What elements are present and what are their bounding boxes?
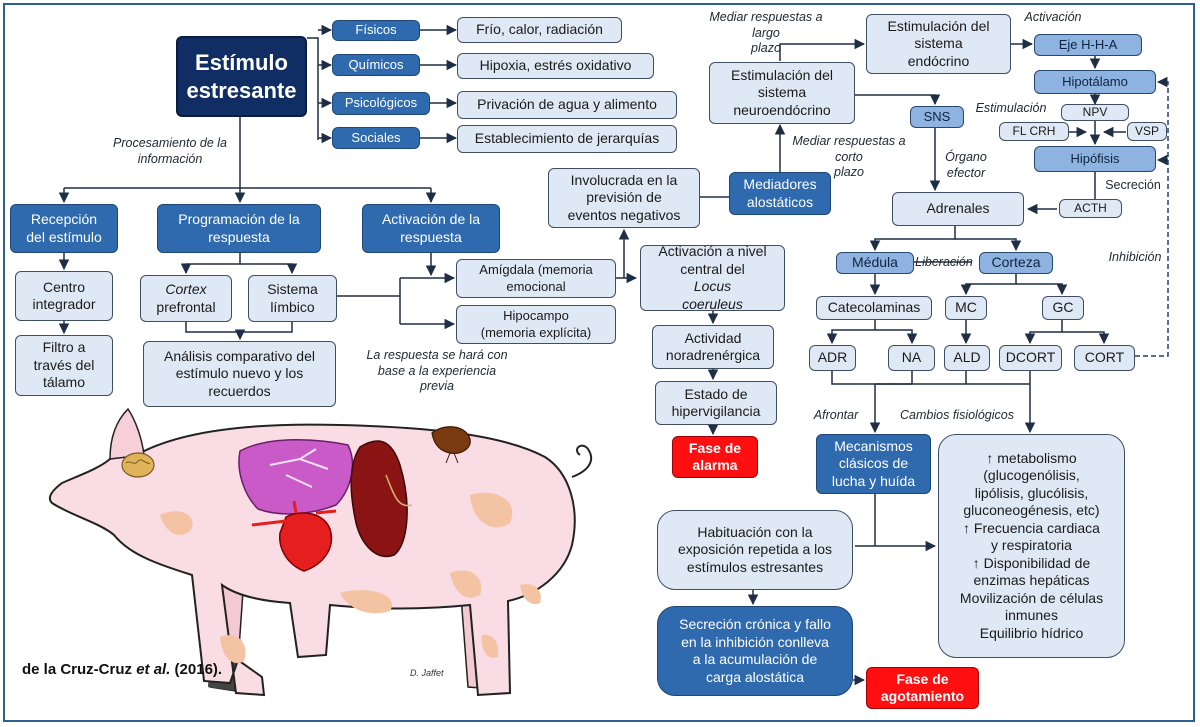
alarm-phase-box: Fase de alarma <box>672 436 758 478</box>
integrator-box: Centro integrador <box>15 271 113 321</box>
pig-illustration <box>48 407 593 697</box>
cortex-rest: prefrontal <box>156 298 216 315</box>
dcort-box: DCORT <box>999 345 1062 371</box>
adrenals-box: Adrenales <box>892 192 1024 226</box>
cortex-gland-box: Corteza <box>979 252 1053 274</box>
cortex-word: Cortex <box>165 281 207 297</box>
thalamus-filter-box: Filtro a través del tálamo <box>15 335 113 396</box>
habituation-box: Habituación con la exposición repetida a… <box>657 510 853 590</box>
note-inhibition: Inhibición <box>1108 250 1162 264</box>
stressor-psychological: Psicológicos <box>332 92 430 115</box>
outer-frame <box>3 3 1195 722</box>
stressor-title: Estímulo estresante <box>176 36 307 117</box>
comparative-analysis-box: Análisis comparativo del estímulo nuevo … <box>143 341 336 407</box>
fight-flight-box: Mecanismos clásicos de lucha y huída <box>816 434 931 494</box>
stressor-social: Sociales <box>332 127 420 149</box>
limbic-system-box: Sistema límbico <box>248 275 337 322</box>
stressor-physical: Físicos <box>332 20 420 41</box>
endocrine-box: Estimulación del sistema endócrino <box>866 14 1011 74</box>
note-short-term: Mediar respuestas a corto plazo <box>792 134 906 180</box>
note-liberation: Liberación <box>915 255 973 269</box>
negative-events-box: Involucrada en la previsión de eventos n… <box>548 168 700 228</box>
adr-box: ADR <box>809 345 856 371</box>
example-social: Establecimiento de jerarquías <box>457 125 677 153</box>
credit-prefix: de la Cruz-Cruz <box>22 661 137 678</box>
example-chemical: Hipoxia, estrés oxidativo <box>457 53 654 79</box>
na-box: NA <box>888 345 935 371</box>
note-processing: Procesamiento de la información <box>113 136 227 166</box>
hippocampus-box: Hipocampo (memoria explícita) <box>456 305 616 344</box>
locus-prefix: Activación a nivel central del <box>658 243 767 277</box>
cort-box: CORT <box>1074 345 1135 371</box>
vsp-box: VSP <box>1127 122 1167 141</box>
note-experience: La respuesta se hará con base a la exper… <box>366 348 508 394</box>
allostatic-mediators-box: Mediadores alostáticos <box>729 172 831 215</box>
programming-box: Programación de la respuesta <box>157 204 321 253</box>
medulla-box: Médula <box>836 252 914 274</box>
neuroendocrine-box: Estimulación del sistema neuroendócrino <box>709 62 855 124</box>
pituitary-box: Hipófisis <box>1034 146 1156 172</box>
note-effector: Órgano efector <box>945 150 987 180</box>
example-psychological: Privación de agua y alimento <box>457 91 677 119</box>
note-secretion: Secreción <box>1105 178 1161 192</box>
example-physical: Frío, calor, radiación <box>457 17 622 43</box>
stressor-chemical: Químicos <box>332 54 420 76</box>
note-long-term: Mediar respuestas a largo plazo <box>709 10 823 56</box>
gc-box: GC <box>1042 296 1084 320</box>
fl-crh-box: FL CRH <box>999 122 1069 141</box>
reception-box: Recepción del estímulo <box>10 204 118 253</box>
amygdala-box: Amígdala (memoria emocional <box>456 259 616 298</box>
chronic-secretion-box: Secreción crónica y fallo en la inhibici… <box>657 606 853 696</box>
locus-coeruleus-box: Activación a nivel central del Locus coe… <box>640 243 785 312</box>
note-physio-changes: Cambios fisiológicos <box>900 408 1014 422</box>
npv-box: NPV <box>1061 104 1129 121</box>
note-activation: Activación <box>1024 10 1082 24</box>
hpa-axis-box: Eje H-H-A <box>1034 34 1142 56</box>
hypothalamus-box: Hipotálamo <box>1034 70 1156 94</box>
prefrontal-cortex-box: Cortex prefrontal <box>140 275 232 322</box>
mc-box: MC <box>945 296 987 320</box>
activation-box: Activación de la respuesta <box>362 204 500 253</box>
artist-signature: D. Jaffet <box>410 668 444 678</box>
hypervigilance-box: Estado de hipervigilancia <box>655 381 777 425</box>
sns-box: SNS <box>910 106 964 128</box>
physiological-effects-box: ↑ metabolismo (glucogenólisis, lipólisis… <box>938 434 1125 658</box>
credit-suffix: (2016). <box>170 661 223 678</box>
exhaustion-phase-box: Fase de agotamiento <box>866 667 979 709</box>
catecholamines-box: Catecolaminas <box>816 296 932 320</box>
credit-line: de la Cruz-Cruz et al. (2016). <box>22 661 222 678</box>
note-cope: Afrontar <box>813 408 859 422</box>
locus-italic: Locus coeruleus <box>682 278 743 312</box>
credit-italic: et al. <box>136 661 171 678</box>
acth-box: ACTH <box>1059 199 1122 218</box>
noradrenergic-box: Actividad noradrenérgica <box>652 325 774 369</box>
ald-box: ALD <box>944 345 990 371</box>
note-stimulation: Estimulación <box>975 101 1047 115</box>
